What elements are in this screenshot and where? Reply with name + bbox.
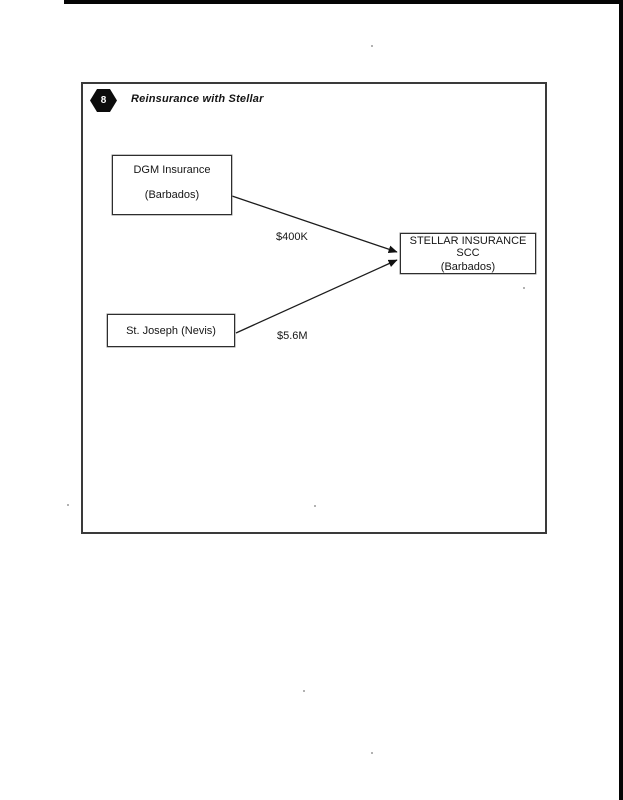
node-st-joseph: St. Joseph (Nevis) bbox=[107, 314, 235, 347]
scan-speck bbox=[371, 45, 373, 47]
node-dgm-line2: (Barbados) bbox=[144, 189, 200, 201]
scan-speck bbox=[314, 505, 316, 507]
hexagon-number-badge: 8 bbox=[90, 89, 117, 112]
node-stellar-line2: (Barbados) bbox=[440, 260, 496, 273]
scan-artifact-right-bar bbox=[619, 0, 623, 800]
diagram-title: Reinsurance with Stellar bbox=[131, 93, 264, 105]
diagram-frame bbox=[81, 82, 547, 534]
node-dgm-insurance: DGM Insurance (Barbados) bbox=[112, 155, 232, 215]
edge-label-5-6m: $5.6M bbox=[277, 330, 308, 342]
node-stellar-line1: STELLAR INSURANCE SCC bbox=[409, 234, 527, 259]
scan-artifact-top-bar bbox=[64, 0, 623, 4]
edge-label-400k: $400K bbox=[276, 231, 308, 243]
scan-speck bbox=[523, 287, 525, 289]
node-dgm-line1: DGM Insurance bbox=[133, 164, 211, 176]
scan-speck bbox=[303, 690, 305, 692]
scan-speck bbox=[67, 504, 69, 506]
badge-number: 8 bbox=[100, 94, 107, 106]
node-stjoseph-line1: St. Joseph (Nevis) bbox=[126, 324, 216, 337]
scan-speck bbox=[371, 752, 373, 754]
node-stellar-insurance-scc: STELLAR INSURANCE SCC (Barbados) bbox=[400, 233, 536, 274]
